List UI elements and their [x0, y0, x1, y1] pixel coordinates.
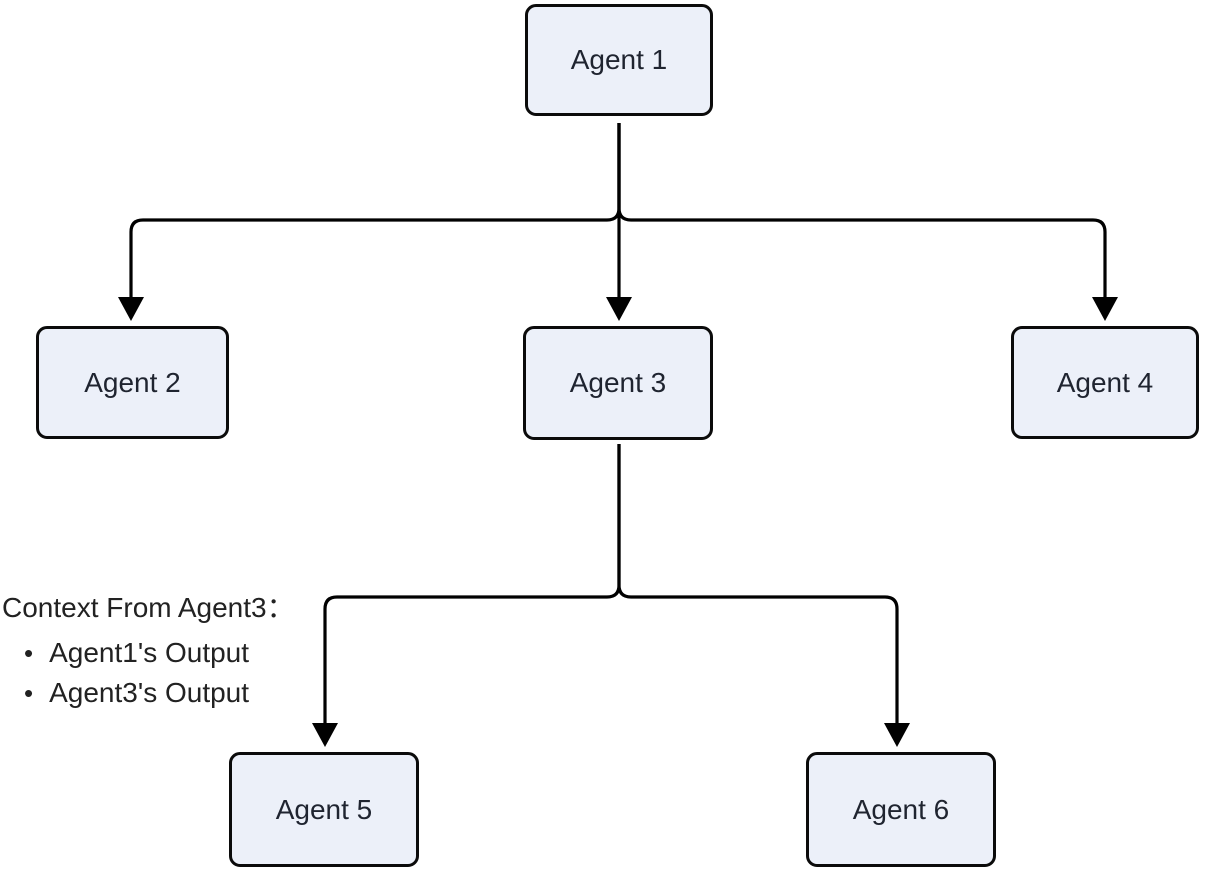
arrowhead-agent2 [118, 297, 144, 321]
node-agent-6-label: Agent 6 [852, 793, 950, 825]
node-agent-3: Agent 3 [523, 326, 713, 440]
node-agent-5-label: Agent 5 [275, 793, 373, 825]
edge-agent3-agent6 [617, 444, 899, 724]
node-agent-4: Agent 4 [1011, 326, 1199, 439]
node-agent-1-label: Agent 1 [570, 44, 668, 75]
context-annotation-item-text: Agent3's Output [49, 677, 250, 709]
arrowhead-agent5 [312, 723, 338, 747]
context-annotation-list: • Agent1's Output • Agent3's Output [2, 633, 342, 713]
node-agent-6: Agent 6 [806, 752, 996, 867]
arrowhead-agent6 [884, 723, 910, 747]
edge-agent3-agent5 [323, 444, 621, 724]
context-annotation-title: Context From Agent3： [2, 592, 295, 623]
edge-agent1-agent2 [129, 123, 621, 298]
node-agent-3-label: Agent 3 [569, 367, 667, 398]
context-annotation: Context From Agent3： • Agent1's Output •… [2, 592, 342, 713]
bullet-icon: • [24, 678, 34, 709]
arrowhead-agent3 [606, 297, 632, 321]
node-agent-4-label: Agent 4 [1056, 366, 1154, 398]
node-agent-1: Agent 1 [525, 4, 713, 116]
context-annotation-item-text: Agent1's Output [49, 637, 250, 669]
edge-agent1-agent4 [617, 123, 1107, 298]
arrowhead-agent4 [1092, 297, 1118, 321]
context-annotation-item: • Agent3's Output [24, 673, 342, 713]
node-agent-2-label: Agent 2 [84, 366, 181, 398]
node-agent-5: Agent 5 [229, 752, 419, 867]
bullet-icon: • [24, 638, 34, 669]
context-annotation-item: • Agent1's Output [24, 633, 342, 673]
node-agent-2: Agent 2 [36, 326, 229, 439]
